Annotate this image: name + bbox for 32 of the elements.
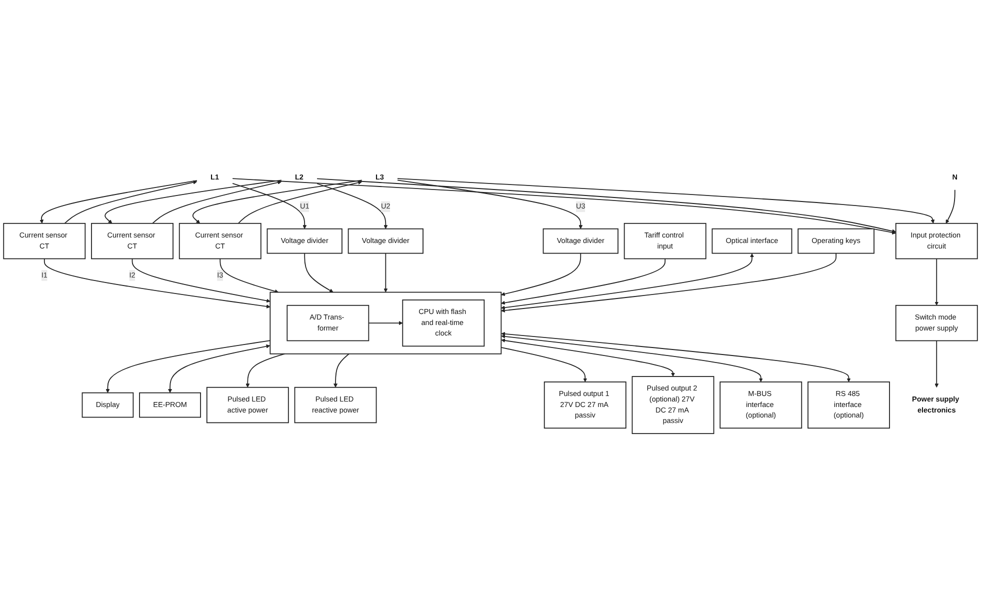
arrow	[64, 180, 198, 224]
arrow	[220, 258, 279, 294]
cluster	[270, 292, 502, 354]
arrow	[368, 321, 403, 326]
arrow	[501, 334, 763, 382]
arrow	[238, 180, 362, 224]
arrow	[168, 344, 270, 393]
arrow	[44, 258, 270, 308]
arrow	[104, 180, 282, 224]
arrow	[934, 258, 939, 306]
arrow	[946, 189, 956, 224]
arrow	[501, 338, 675, 377]
arrow	[40, 180, 198, 224]
arrow	[152, 180, 282, 224]
arrow	[192, 180, 362, 224]
arrow	[384, 252, 388, 292]
arrow	[500, 253, 754, 310]
arrow	[501, 332, 851, 382]
arrow	[246, 353, 286, 388]
arrow	[304, 252, 334, 292]
arrow	[397, 180, 583, 230]
arrow	[500, 252, 836, 312]
arrow	[500, 252, 582, 296]
arrow	[316, 183, 388, 230]
arrow	[397, 178, 935, 224]
arrow	[334, 353, 350, 388]
arrow	[232, 182, 307, 230]
arrow	[500, 347, 588, 382]
arrow	[934, 340, 939, 388]
arrow	[106, 340, 271, 393]
arrow	[500, 258, 666, 305]
arrow	[132, 258, 270, 303]
